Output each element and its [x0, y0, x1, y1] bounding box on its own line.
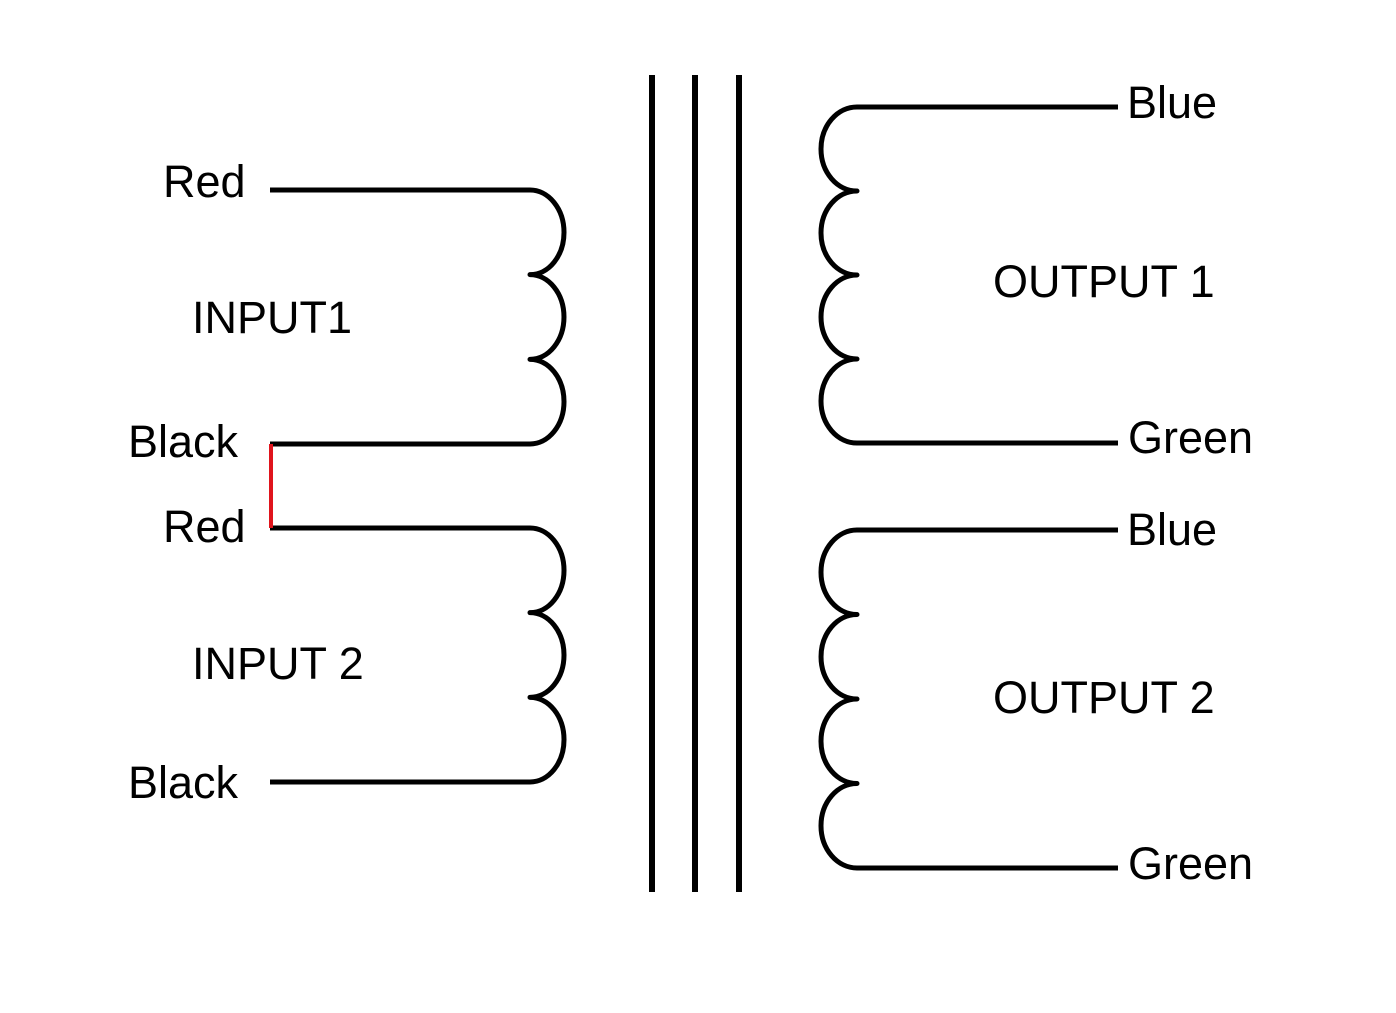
- input1-bottom-lead-label: Black: [128, 416, 239, 467]
- input1-top-lead-label: Red: [163, 156, 246, 207]
- output2-winding: [818, 527, 1118, 871]
- output2-top-lead-label: Blue: [1127, 504, 1217, 555]
- output2-label: OUTPUT 2: [993, 672, 1215, 723]
- transformer-core: [649, 75, 742, 892]
- output1-winding: [818, 104, 1118, 446]
- output1-bottom-lead-label: Green: [1128, 412, 1253, 463]
- input1-coil: [527, 187, 567, 447]
- input2-top-lead-label: Red: [163, 501, 246, 552]
- input2-coil: [527, 525, 567, 785]
- input1-winding: [270, 187, 567, 447]
- output2-bottom-lead-label: Green: [1128, 838, 1253, 889]
- input2-bottom-lead-label: Black: [128, 757, 239, 808]
- output1-top-lead-label: Blue: [1127, 77, 1217, 128]
- output1-label: OUTPUT 1: [993, 256, 1215, 307]
- input2-winding: [270, 525, 567, 785]
- input1-label: INPUT1: [192, 292, 352, 343]
- output1-coil: [818, 104, 860, 446]
- input2-label: INPUT 2: [192, 638, 364, 689]
- output2-coil: [818, 527, 860, 871]
